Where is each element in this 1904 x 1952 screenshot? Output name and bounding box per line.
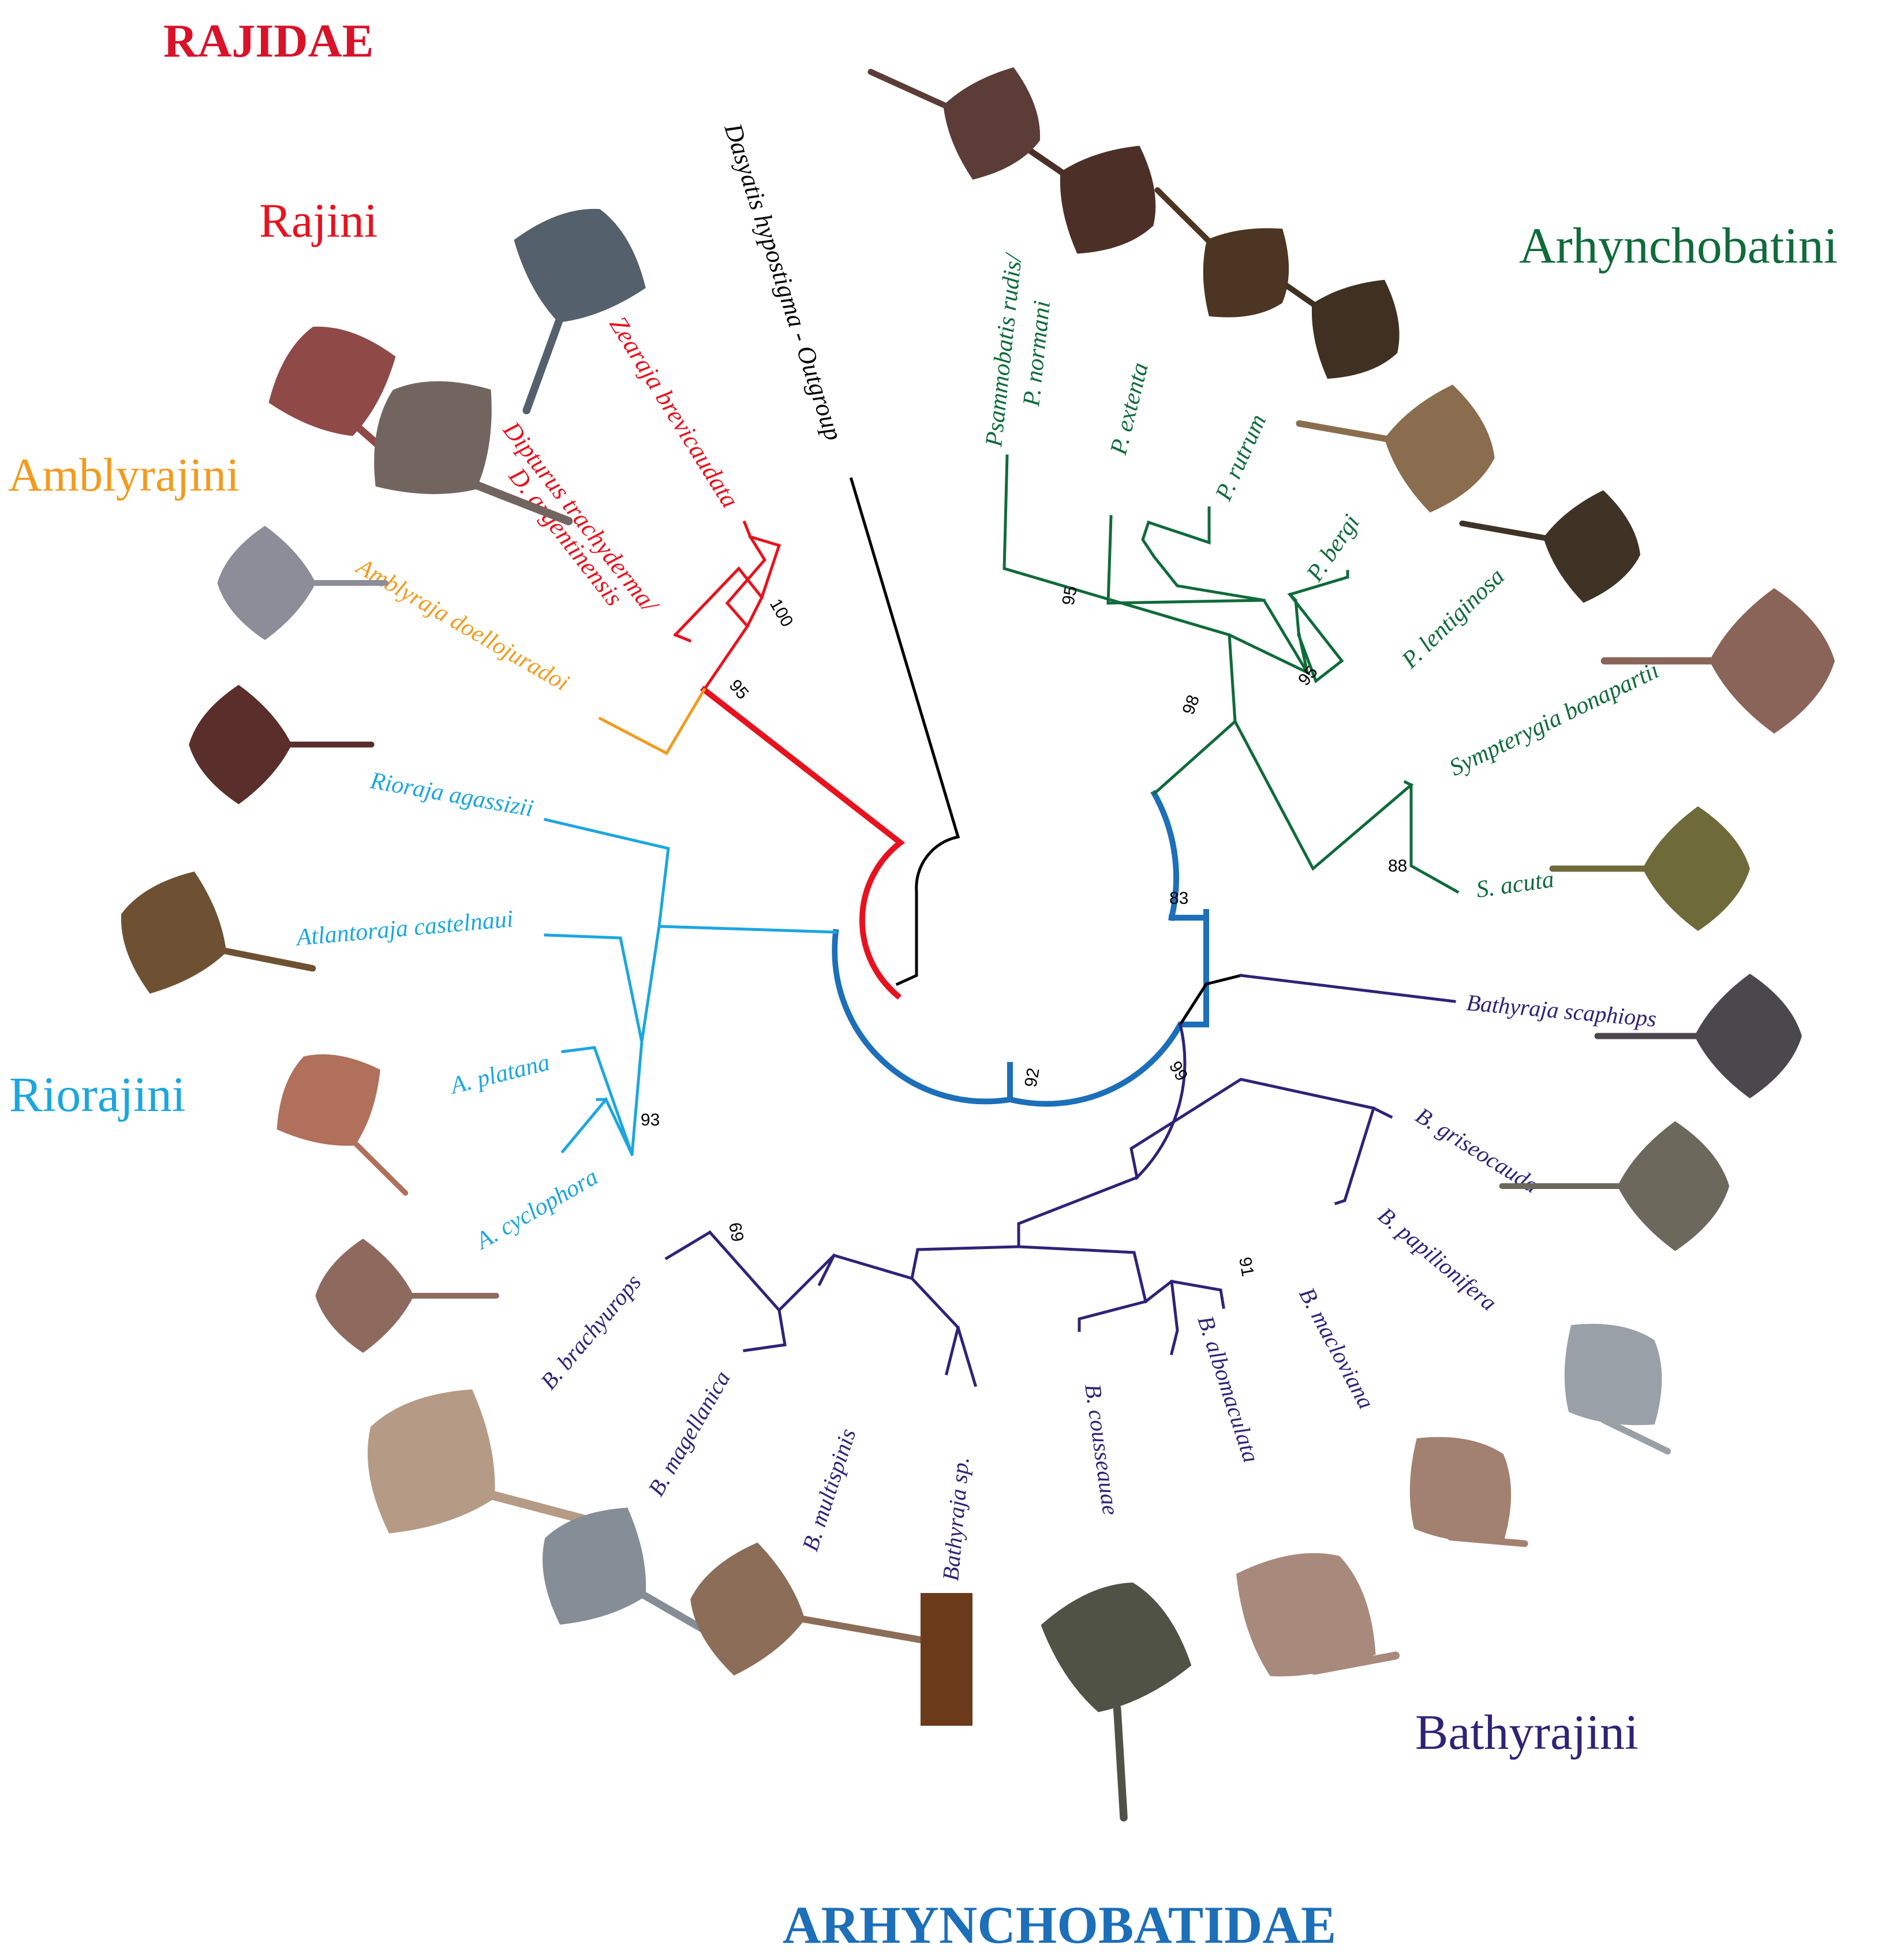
bootstrap-arhynchobatini-bathyrajini: 83	[1169, 889, 1188, 908]
specimen-photo-p-bergi	[1296, 375, 1506, 522]
arhynchobatini-branches	[1003, 454, 1349, 796]
bootstrap-b-brachyurops-clade: 69	[725, 1221, 747, 1243]
specimen-photo-sympterygia	[1600, 588, 1835, 734]
specimen-photo-b-sp	[921, 1593, 972, 1726]
tribe-label-arhynchobatini: Arhynchobatini	[1519, 218, 1838, 274]
bootstrap-arhynchobatini: 98	[1179, 693, 1203, 717]
rajidae-stem-branch	[699, 685, 906, 1000]
bootstrap-sympterygia: 88	[1388, 857, 1407, 876]
taxon-label-b-sp: Bathyraja sp.	[937, 1456, 974, 1582]
specimen-photo-rioraja	[189, 685, 375, 805]
specimen-photo-b-papilionifera	[1527, 1290, 1696, 1462]
taxon-label-a-platana: A. platana	[446, 1049, 552, 1100]
taxon-label-sympterygia: Sympterygia bonapartii	[1445, 657, 1663, 781]
dipturus-branch	[673, 633, 692, 643]
specimen-photo-b-griseocauda	[1499, 1121, 1730, 1251]
taxon-label-b-papilionifera: B. papilionifera	[1373, 1202, 1502, 1315]
taxon-label-p-bergi: P. bergi	[1301, 510, 1365, 586]
taxon-label-b-brachyurops: B. brachyurops	[535, 1269, 646, 1394]
taxon-label-b-magellanica: B. magellanica	[643, 1366, 735, 1500]
taxon-label-atlantoraja: Atlantoraja castelnaui	[294, 906, 514, 951]
taxon-label-b-scaphiops: Bathyraja scaphiops	[1465, 989, 1658, 1032]
arhynchobatidae-backbone	[832, 790, 1209, 1107]
taxon-label-b-cousseauae: B. cousseauae	[1080, 1382, 1124, 1517]
taxon-label-outgroup: Dasyatis hypostigma - Outgroup	[719, 119, 848, 444]
family-label-arhynchobatidae: ARHYNCHOBATIDAE	[783, 1895, 1336, 1952]
tribe-label-rajini: Rajini	[259, 194, 377, 248]
amblyraja-branch	[598, 687, 706, 756]
bootstrap-rajidae-core: 100	[766, 596, 797, 630]
taxon-label-b-albomaculata: B. albomaculata	[1192, 1312, 1265, 1465]
specimen-photo-p-lentiginosa	[1459, 481, 1651, 611]
taxon-label-p-extenta: P. extenta	[1105, 360, 1154, 458]
outgroup-branch	[849, 477, 960, 986]
bootstrap-psammobatis: 95	[1058, 585, 1080, 607]
specimen-photo-p-extenta	[1154, 187, 1319, 347]
specimen-photo-zearaja	[492, 185, 666, 414]
taxon-label-amblyraja: Amblyraja doellojuradoi	[350, 552, 573, 697]
specimen-photo-psammobatis-1	[867, 49, 1061, 197]
specimen-photo-s-acuta	[1549, 806, 1750, 931]
taxon-label-dipturus-1: Dipturus trachyderma/	[497, 416, 665, 619]
bootstrap-b-macloviana-clade: 91	[1235, 1255, 1257, 1278]
specimen-photo-a-cyclophora	[315, 1239, 499, 1353]
bootstrap-arhynchobatidae: 92	[1021, 1067, 1043, 1089]
taxon-label-s-acuta: S. acuta	[1475, 866, 1555, 903]
taxon-label-b-macloviana: B. macloviana	[1294, 1283, 1379, 1413]
specimen-photo-b-cousseauae	[1023, 1562, 1209, 1822]
tree-branches	[543, 454, 1460, 1388]
taxon-labels: Dasyatis hypostigma - Outgroup Zearaja b…	[294, 119, 1663, 1582]
taxon-label-a-cyclophora: A. cyclophora	[470, 1164, 603, 1255]
bathyrajini-connector	[1178, 973, 1243, 1027]
bootstrap-riorajini-sub: 93	[641, 1110, 660, 1130]
specimen-photo-dipturus-2	[335, 341, 573, 538]
specimen-photo-amblyraja	[217, 526, 388, 640]
specimen-photo-b-multispinis	[678, 1532, 934, 1687]
specimen-photo-b-brachyurops	[329, 1355, 593, 1570]
tribe-label-riorajini: Riorajini	[9, 1067, 186, 1122]
taxon-label-psammobatis-1: Psammobatis rudis/	[981, 251, 1027, 448]
taxon-label-b-multispinis: B. multispinis	[797, 1426, 861, 1554]
specimen-photo-atlantoraja	[99, 852, 316, 1014]
tribe-label-bathyrajini: Bathyrajini	[1415, 1704, 1639, 1760]
taxon-label-rioraja: Rioraja agassizii	[368, 767, 536, 822]
taxon-label-psammobatis-2: P. normani	[1018, 300, 1056, 408]
taxon-label-zearaja: Zearaja brevicaudata	[604, 311, 745, 513]
tribe-label-amblyrajini: Amblyrajini	[8, 448, 240, 501]
bathyrajini-branches	[664, 974, 1456, 1388]
bootstrap-rajidae: 95	[725, 676, 753, 703]
riorajini-branches	[543, 817, 837, 1157]
bootstrap-bathyrajini: 99	[1165, 1058, 1191, 1084]
sympterygia-branches	[1233, 719, 1460, 894]
rajidae-internal-branches	[673, 520, 781, 692]
specimen-photo-b-albomaculata	[1200, 1516, 1409, 1717]
taxon-label-p-lentiginosa: P. lentiginosa	[1396, 563, 1510, 674]
taxon-label-p-rutrum: P. rutrum	[1210, 410, 1272, 505]
specimen-photo-b-macloviana	[1371, 1402, 1547, 1581]
zearaja-branch	[725, 534, 767, 605]
bootstrap-p-bergi-clade: 95	[1295, 663, 1322, 690]
specimen-photo-a-platana	[252, 1026, 409, 1196]
specimen-photo-b-scaphiops	[1594, 974, 1802, 1098]
family-label-rajidae: RAJIDAE	[163, 14, 373, 67]
specimen-photos	[99, 49, 1835, 1822]
bootstrap-values: 100 95 93 95 95 98 88 83 92 99 69 91	[641, 585, 1407, 1278]
